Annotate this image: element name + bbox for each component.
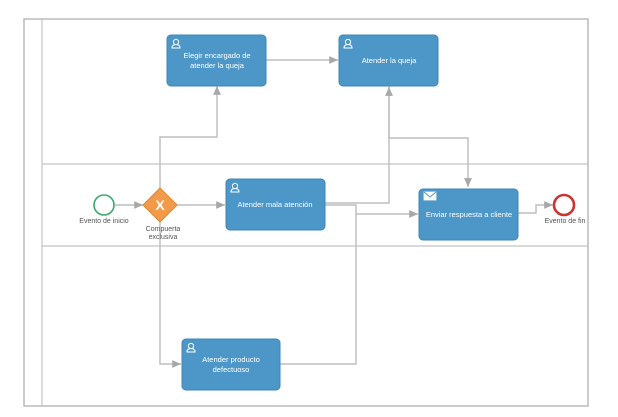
exclusive-gateway[interactable]: X Compuerta exclusiva <box>142 187 181 241</box>
user-icon <box>230 182 240 193</box>
user-icon <box>171 38 181 49</box>
start-event-label: Evento de inicio <box>79 218 129 225</box>
task-defectuoso-line2: defectuoso <box>213 365 250 374</box>
task-atender-queja-label: Atender la queja <box>362 56 417 65</box>
sequence-flows <box>115 56 553 368</box>
task-elegir-encargado[interactable]: Elegir encargado de atender la queja <box>166 34 267 87</box>
user-icon <box>186 342 196 353</box>
flow-atender-queja-to-enviar <box>388 86 472 187</box>
task-atender-queja[interactable]: Atender la queja <box>338 34 439 87</box>
task-mala-atencion[interactable]: Atender mala atención <box>225 178 326 231</box>
task-elegir-line1: Elegir encargado de <box>183 51 250 60</box>
flow-gateway-to-elegir <box>159 86 221 188</box>
gateway-diamond <box>142 187 178 223</box>
start-event[interactable]: Evento de inicio <box>79 194 129 225</box>
flow-gateway-to-defectuoso <box>159 222 181 368</box>
task-defectuoso-box <box>181 338 281 391</box>
gateway-label-line1: Compuerta <box>146 226 181 233</box>
task-mala-atencion-label: Atender mala atención <box>237 200 312 209</box>
task-enviar-respuesta[interactable]: Enviar respuesta a cliente <box>418 188 519 241</box>
flow-mala-atencion-to-enviar <box>325 204 418 218</box>
flow-defectuoso-to-enviar <box>280 214 357 365</box>
pool-border <box>23 18 589 407</box>
task-enviar-label: Enviar respuesta a cliente <box>426 210 512 219</box>
end-event[interactable]: Evento de fin <box>545 193 586 225</box>
task-mala-atencion-box <box>225 178 326 231</box>
end-event-circle <box>552 193 576 217</box>
start-event-circle <box>93 194 115 216</box>
task-enviar-box <box>418 188 519 241</box>
task-producto-defectuoso[interactable]: Atender producto defectuoso <box>181 338 281 391</box>
gateway-x-icon: X <box>155 197 165 213</box>
task-defectuoso-line1: Atender producto <box>202 355 260 364</box>
gateway-label-line2: exclusiva <box>149 234 178 241</box>
pool <box>23 18 589 407</box>
task-elegir-box <box>166 34 267 87</box>
flow-mala-atencion-to-atender-queja <box>325 87 393 204</box>
task-atender-queja-box <box>338 34 439 87</box>
end-event-label: Evento de fin <box>545 218 586 225</box>
task-elegir-line2: atender la queja <box>190 61 245 70</box>
envelope-icon <box>423 191 437 201</box>
user-icon <box>343 38 353 49</box>
flow-enviar-to-end <box>518 201 553 214</box>
